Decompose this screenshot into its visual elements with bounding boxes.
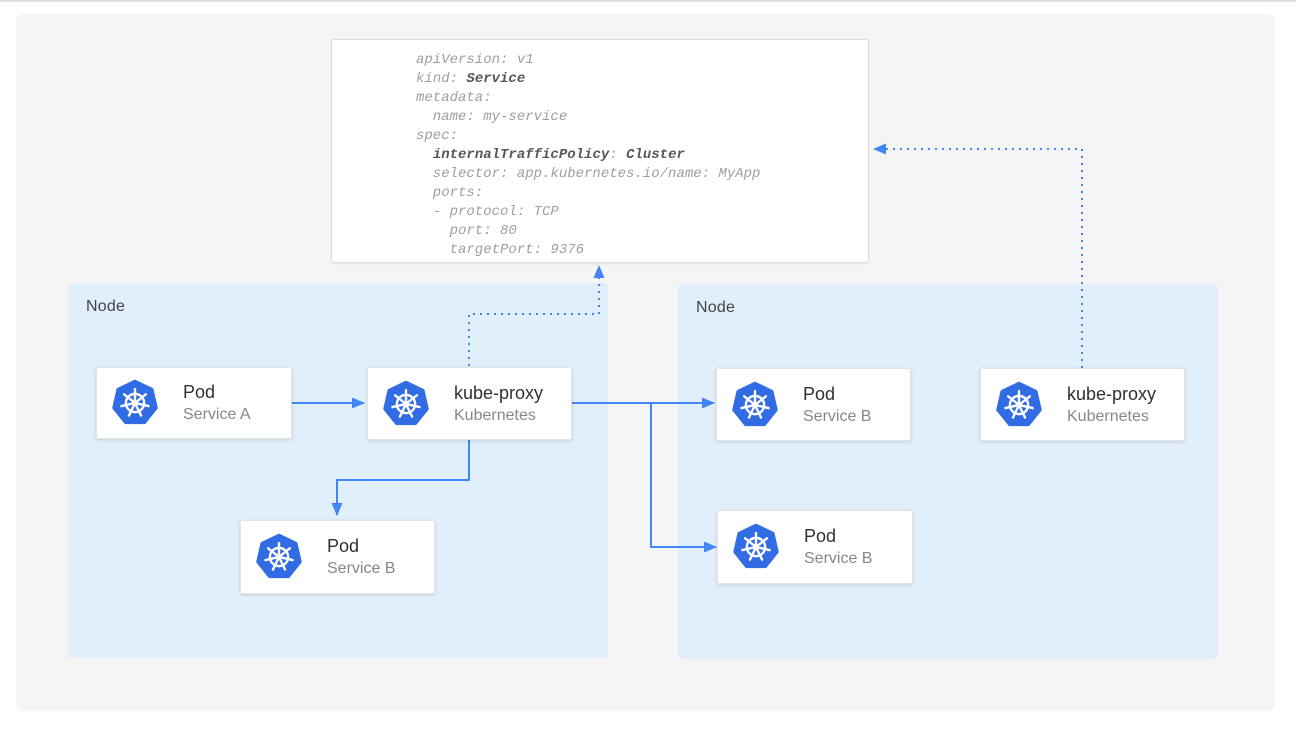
kube-proxy-card-right: kube-proxy Kubernetes (980, 368, 1185, 441)
pod-card-service-b-left: Pod Service B (240, 520, 435, 594)
kube-proxy-card-left: kube-proxy Kubernetes (367, 367, 572, 440)
card-subtitle: Service B (803, 407, 872, 425)
pod-card-service-b-right-bottom: Pod Service B (717, 510, 913, 584)
card-subtitle: Kubernetes (454, 406, 536, 424)
card-title: Pod (327, 536, 360, 556)
card-title: Pod (804, 526, 837, 546)
card-subtitle: Kubernetes (1067, 407, 1149, 425)
card-title: Pod (803, 383, 836, 404)
node-box-left: Node (68, 283, 608, 658)
kubernetes-icon (382, 380, 430, 428)
card-subtitle: Service A (183, 406, 251, 423)
node-label: Node (696, 299, 736, 316)
kubernetes-icon (731, 381, 779, 429)
kubernetes-icon (995, 381, 1043, 429)
node-label: Node (86, 298, 126, 315)
pod-card-service-b-right-top: Pod Service B (716, 368, 911, 441)
card-subtitle: Service B (804, 550, 873, 567)
card-title: Pod (183, 382, 216, 402)
kubernetes-icon (255, 533, 303, 581)
node-box-right: Node (678, 284, 1218, 659)
card-title: kube-proxy (454, 382, 544, 403)
card-subtitle: Service B (327, 560, 396, 577)
card-title: kube-proxy (1067, 383, 1157, 404)
kubernetes-icon (732, 523, 780, 571)
page-top-divider (0, 0, 1296, 2)
kubernetes-icon (111, 379, 159, 427)
pod-card-service-a: Pod Service A (96, 367, 292, 439)
